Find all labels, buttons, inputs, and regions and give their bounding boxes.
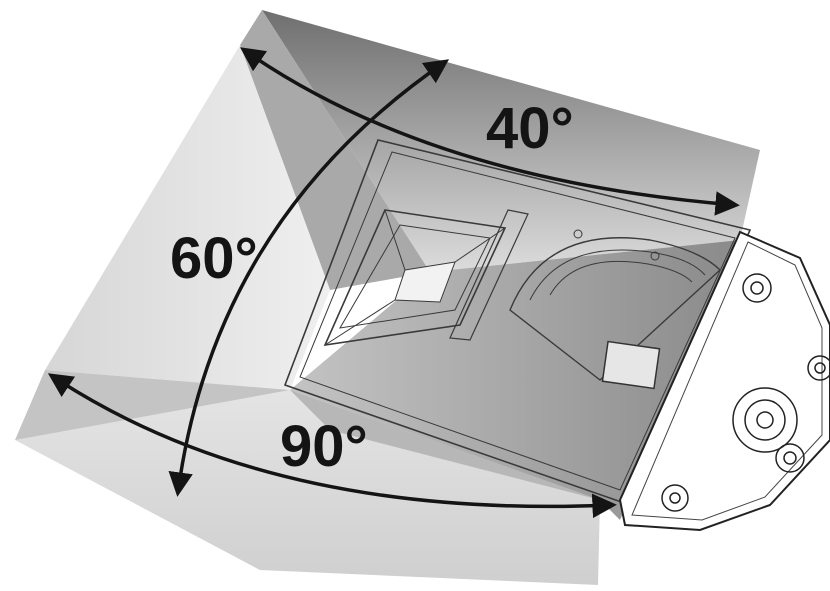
woofer-icon [509, 229, 722, 381]
rigging-point-icon [661, 273, 830, 512]
label-60-degrees: 60° [170, 226, 258, 291]
label-90-degrees: 90° [280, 414, 368, 479]
arrow-90-degrees [47, 373, 617, 519]
connector-plate [601, 340, 661, 390]
pole-mount-icon [732, 387, 798, 453]
coverage-arrows [47, 47, 740, 519]
label-40-degrees: 40° [486, 96, 574, 161]
